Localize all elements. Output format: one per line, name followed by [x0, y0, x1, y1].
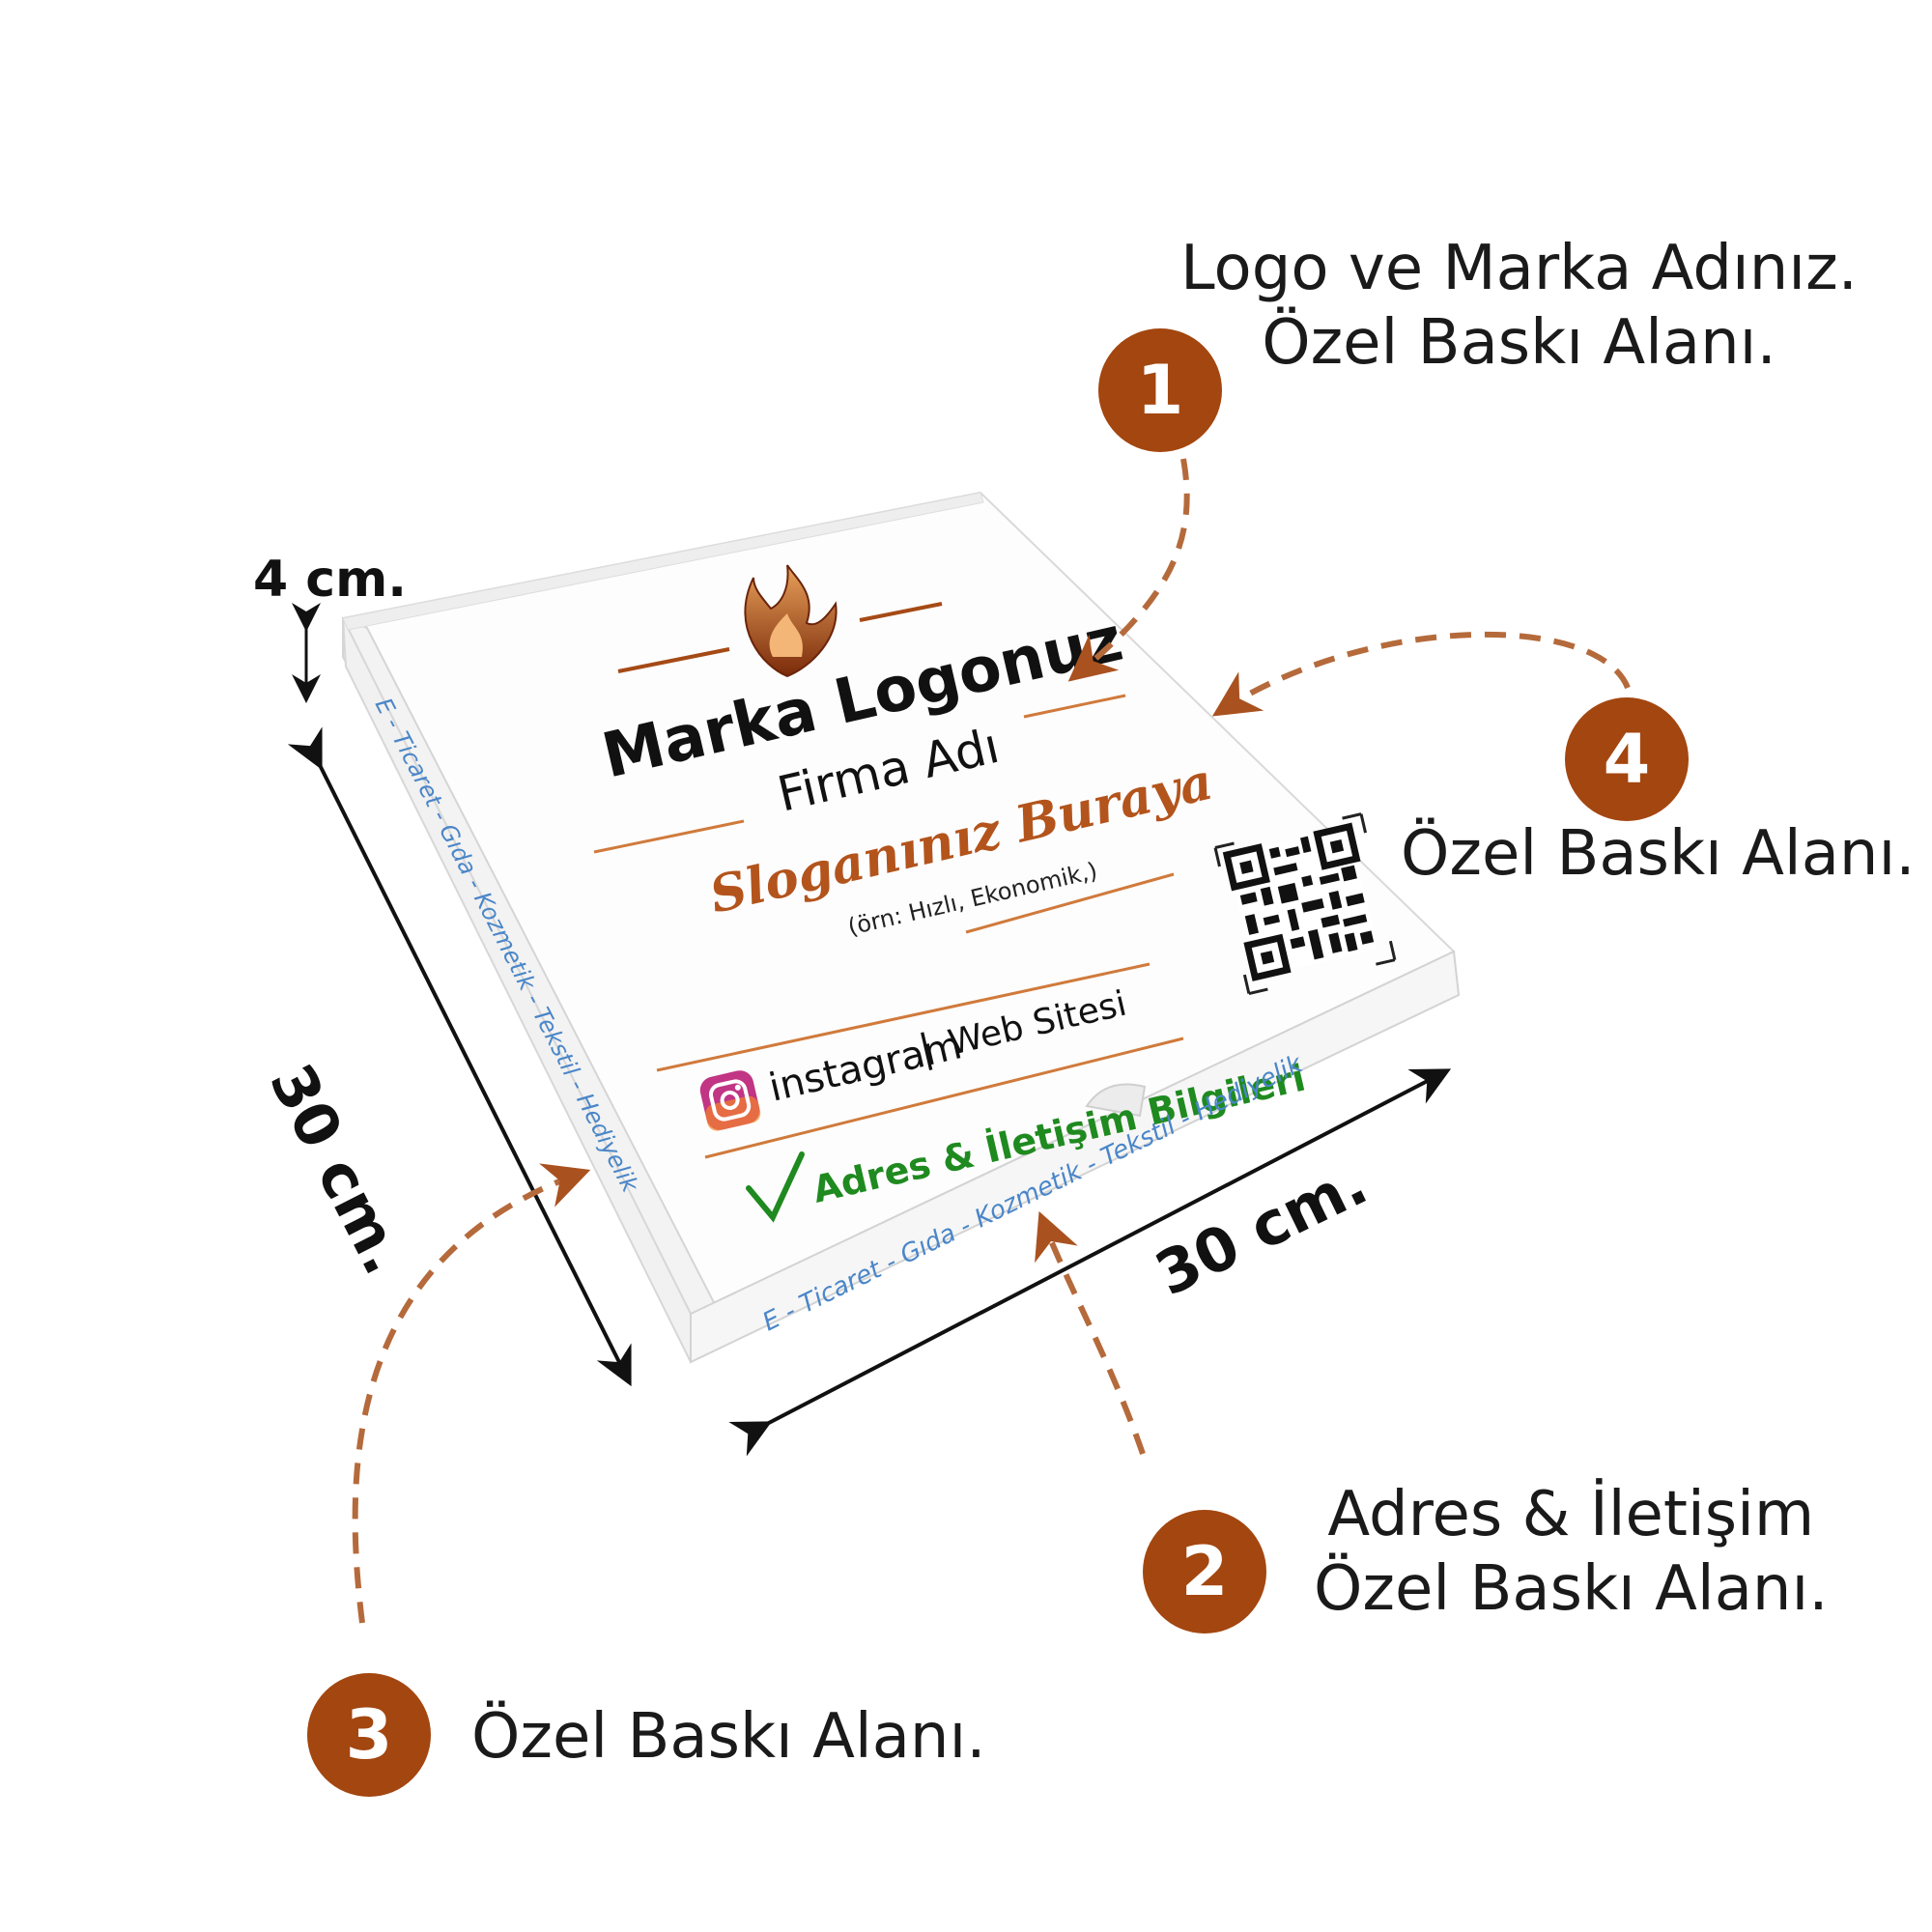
callout-arrow-3 [352, 1163, 591, 1624]
depth-arrow [287, 726, 632, 1387]
callout-text-1: Logo ve Marka Adınız. Özel Baskı Alanı. [1180, 232, 1858, 381]
callout-arrow-1 [1067, 458, 1190, 682]
callout-1-line-2: Özel Baskı Alanı. [1262, 306, 1776, 379]
callout-2-line-1: Adres & İletişim [1327, 1479, 1815, 1550]
qr-code-icon [1213, 812, 1397, 995]
callout-badge-1: 1 [1098, 328, 1222, 452]
callout-1-line-1: Logo ve Marka Adınız. [1180, 233, 1858, 304]
width-arrow [728, 1068, 1452, 1457]
height-label: 4 cm. [253, 551, 408, 609]
callout-badge-3: 3 [307, 1673, 431, 1797]
rule-4 [656, 962, 1151, 1072]
flame-logo-icon [744, 564, 838, 678]
callout-arrow-2 [1035, 1210, 1146, 1455]
callout-text-2: Adres & İletişim Özel Baskı Alanı. [1314, 1478, 1829, 1627]
logo-rule-right [859, 602, 943, 622]
callout-3-line-1: Özel Baskı Alanı. [471, 1701, 986, 1773]
rule-1 [1023, 694, 1126, 719]
callout-2-line-2: Özel Baskı Alanı. [1314, 1552, 1829, 1625]
callout-4-line-1: Özel Baskı Alanı. [1401, 818, 1916, 890]
callout-badge-4: 4 [1565, 697, 1689, 821]
callout-badge-2: 2 [1143, 1510, 1266, 1634]
rule-3 [965, 872, 1175, 934]
callout-text-3: Özel Baskı Alanı. [471, 1700, 986, 1775]
callout-arrow-4 [1211, 631, 1631, 717]
logo-rule-left [617, 647, 730, 673]
callout-text-4: Özel Baskı Alanı. [1401, 817, 1916, 892]
